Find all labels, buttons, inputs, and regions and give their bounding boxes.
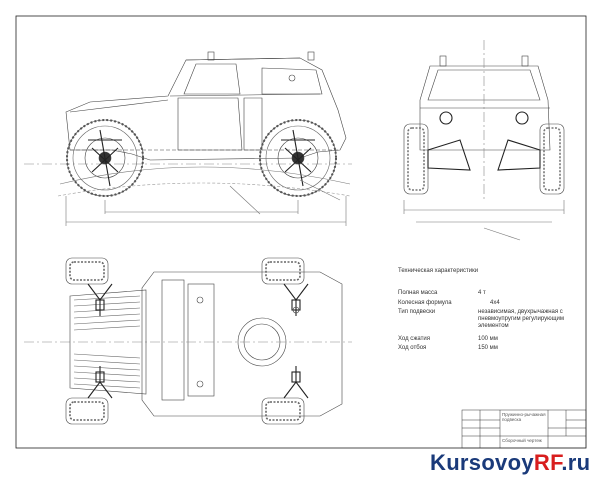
spec-value: 100 мм: [478, 336, 498, 342]
side-window-front: [183, 63, 241, 95]
side-door: [177, 97, 243, 151]
plan-body-outline: [141, 271, 343, 417]
watermark-part3: .ru: [561, 450, 591, 475]
side-view: [24, 51, 352, 226]
drawing-subtitle: Сборочный чертеж: [502, 438, 542, 443]
watermark-part2: RF: [533, 450, 562, 475]
plan-wheel-front-left: [65, 257, 109, 285]
specs-heading: Техническая характеристики: [398, 268, 479, 274]
vehicle-body-outline: [65, 57, 347, 161]
plan-wheel-rear-right: [261, 397, 305, 425]
spec-value: независимая, двухрычажная с пневмоупруги…: [478, 309, 565, 329]
front-body-outline: [419, 65, 551, 151]
spec-value: 4х4: [490, 300, 500, 306]
spec-label: Полная масса: [398, 290, 438, 296]
front-wheel: [66, 119, 144, 197]
front-right-wheel: [539, 123, 565, 195]
plan-wheel-front-right: [65, 397, 109, 425]
rear-wheel: [259, 119, 337, 197]
site-watermark[interactable]: KursovoyRF.ru: [430, 450, 590, 476]
spec-label: Ход сжатия: [398, 336, 430, 342]
plan-wheel-rear-left: [261, 257, 305, 285]
sheet-frame: [15, 15, 587, 449]
spec-value: 4 т: [478, 290, 486, 296]
spec-label: Тип подвески: [398, 309, 436, 315]
spec-label: Ход отбоя: [398, 345, 427, 351]
front-left-wheel: [403, 123, 429, 195]
spec-label: Колесная формула: [398, 300, 452, 306]
watermark-part1: Kursovoy: [430, 450, 534, 475]
drawing-title: Пружинно-рычажная подвеска: [502, 412, 546, 422]
front-view: [403, 40, 565, 241]
plan-view: [24, 257, 352, 425]
spec-value: 150 мм: [478, 345, 498, 351]
side-window-rear: [261, 67, 323, 95]
title-block: [461, 409, 587, 449]
roof-hatch: [237, 317, 287, 367]
